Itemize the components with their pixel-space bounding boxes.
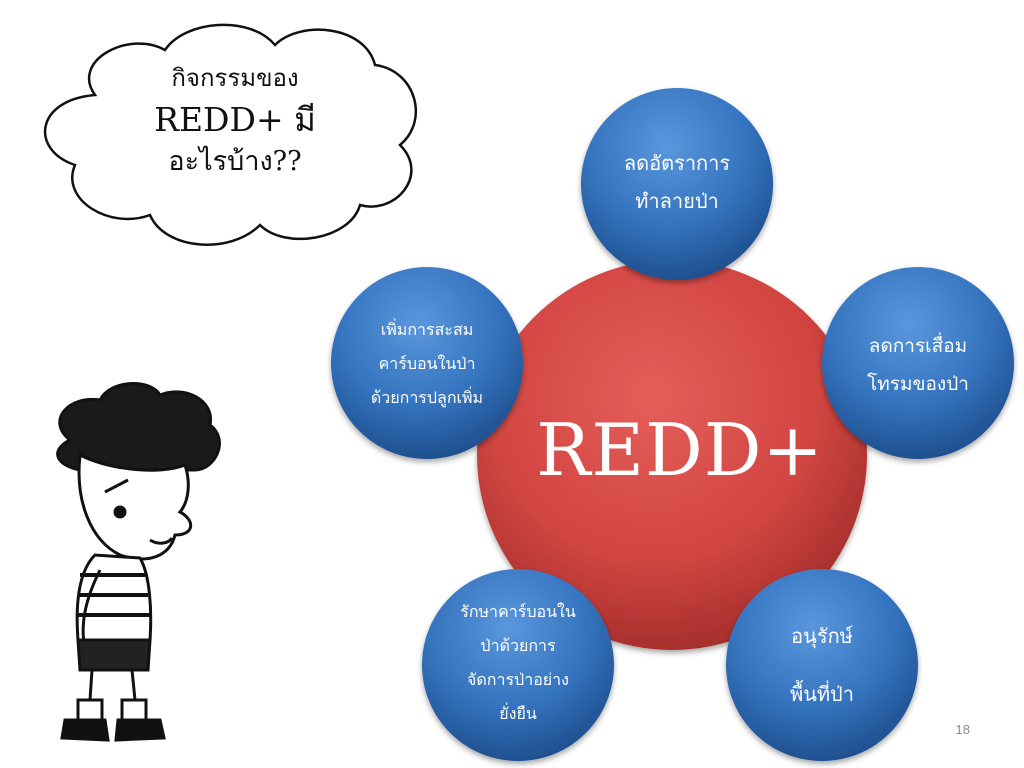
node-text-line: พื้นที่ป่า — [790, 682, 854, 706]
cloud-text: กิจกรรมของ REDD+ มี อะไรบ้าง?? — [100, 58, 370, 182]
node-label-carbon-enhancement: เพิ่มการสะสม คาร์บอนในป่า ด้วยการปลูกเพิ… — [342, 313, 512, 415]
node-circle-carbon-enhancement — [331, 267, 523, 459]
thought-cloud-icon — [43, 23, 417, 246]
cloud-line-1: กิจกรรมของ — [171, 64, 299, 92]
node-label-reduce-deforestation: ลดอัตราการ ทำลายป่า — [597, 144, 757, 220]
node-text-line: ลดอัตราการ — [623, 151, 731, 175]
node-label-forest-conservation: อนุรักษ์ พื้นที่ป่า — [742, 607, 902, 723]
cartoon-boy-icon — [56, 382, 221, 742]
cloud-line-2: REDD+ มี — [154, 100, 316, 139]
node-circle-sustainable-management — [422, 569, 614, 761]
node-circle-reduce-deforestation — [581, 88, 773, 280]
node-text-line: คาร์บอนในป่า — [378, 354, 476, 373]
node-text-line: ป่าด้วยการ — [480, 636, 556, 655]
node-text-line: โทรมของป่า — [867, 373, 969, 395]
page-number: 18 — [955, 722, 970, 737]
node-text-line: ยั่งยืน — [499, 704, 537, 723]
node-text-line: เพิ่มการสะสม — [380, 320, 474, 339]
node-text-line: รักษาคาร์บอนใน — [460, 602, 576, 621]
node-text-line: จัดการป่าอย่าง — [467, 670, 569, 689]
center-label: REDD+ — [536, 408, 824, 492]
node-circle-forest-conservation — [726, 569, 918, 761]
node-text-line: อนุรักษ์ — [791, 624, 853, 648]
node-text-line: ด้วยการปลูกเพิ่ม — [370, 388, 484, 407]
node-text-line: ลดการเสื่อม — [868, 335, 968, 357]
node-text-line: ทำลายป่า — [635, 189, 719, 213]
node-circle-reduce-degradation — [822, 267, 1014, 459]
node-label-sustainable-management: รักษาคาร์บอนใน ป่าด้วยการ จัดการป่าอย่าง… — [433, 595, 603, 731]
node-label-reduce-degradation: ลดการเสื่อม โทรมของป่า — [838, 327, 998, 403]
cloud-line-3: อะไรบ้าง?? — [168, 146, 302, 177]
center-circle — [477, 260, 867, 650]
